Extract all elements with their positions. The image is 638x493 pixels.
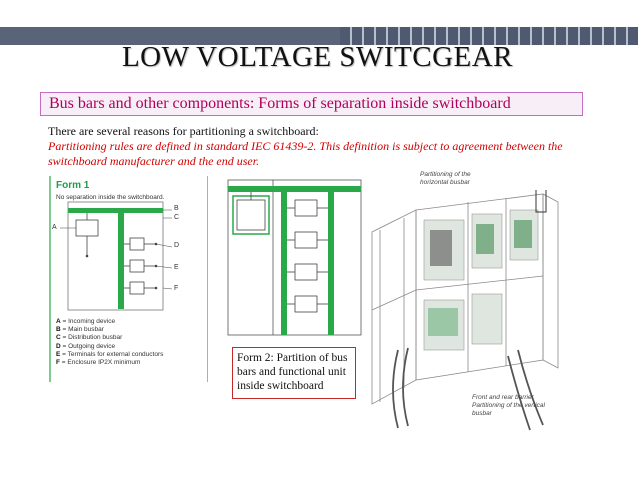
legend-item: A = Incoming device bbox=[56, 318, 116, 325]
form2-diagram bbox=[227, 179, 362, 336]
form1-label-e: E bbox=[174, 264, 179, 271]
form1-label-b: B bbox=[174, 205, 179, 212]
legend-item: E = Terminals for external conductors bbox=[56, 350, 164, 358]
form1-panel: Form 1 No separation inside the switchbo… bbox=[48, 172, 208, 382]
legend-item: D = Outgoing device bbox=[56, 342, 116, 350]
switchboard-illustration bbox=[371, 190, 559, 431]
legend-item: C = Distribution busbar bbox=[56, 334, 123, 342]
page-title: LOW VOLTAGE SWITCGEAR bbox=[121, 40, 514, 73]
header-banner-right bbox=[340, 27, 638, 45]
legend-item: B = Main busbar bbox=[56, 326, 104, 334]
annotation-vertical-busbar: Partitioning of the vertical busbar bbox=[472, 402, 545, 417]
form1-label-f: F bbox=[174, 285, 179, 292]
header-banner-left bbox=[0, 27, 340, 45]
section-subtitle-text: Bus bars and other components: Forms of … bbox=[49, 95, 511, 112]
legend-item: F = Enclosure IP2X minimum bbox=[56, 359, 141, 367]
form1-label-c: C bbox=[174, 214, 180, 221]
intro-text: There are several reasons for partitioni… bbox=[48, 124, 319, 138]
form2-callout: Form 2: Partition of bus bars and functi… bbox=[232, 347, 356, 399]
annotation-front-rear-barrier: Front and rear barrier bbox=[472, 394, 534, 401]
rules-text: Partitioning rules are defined in standa… bbox=[48, 139, 563, 168]
form1-legend: A = Incoming device B = Main busbar C = … bbox=[56, 318, 163, 367]
section-subtitle: Bus bars and other components: Forms of … bbox=[40, 92, 583, 116]
form1-title: Form 1 bbox=[56, 180, 90, 191]
form1-label-a: A bbox=[52, 224, 57, 231]
form1-caption: No separation inside the switchboard. bbox=[56, 194, 165, 201]
form1-label-d: D bbox=[174, 242, 180, 249]
annotation-horizontal-busbar: Partitioning of the horizontal busbar bbox=[420, 171, 471, 186]
form1-frame bbox=[49, 176, 208, 382]
